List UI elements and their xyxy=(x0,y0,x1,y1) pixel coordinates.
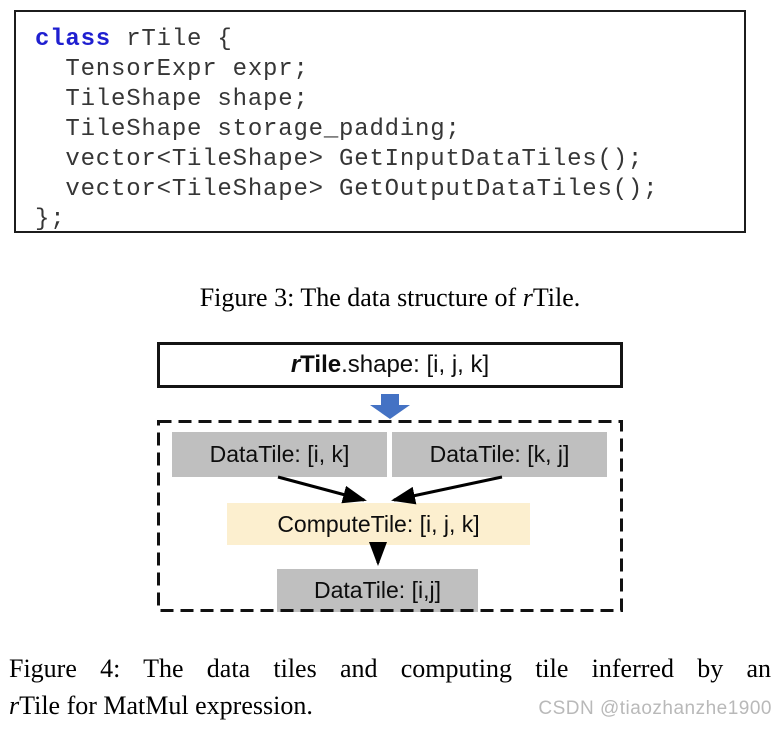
code-keyword-class: class xyxy=(35,26,112,53)
datatile-ik-box: DataTile: [i, k] xyxy=(172,432,387,477)
figure4-caption-italic-r: r xyxy=(9,691,20,720)
code-line-shape: TileShape shape; xyxy=(35,86,309,113)
figure4-caption: Figure 4: The data tiles and computing t… xyxy=(9,650,771,724)
code-line-class: class rTile { xyxy=(35,25,744,55)
computetile-box: ComputeTile: [i, j, k] xyxy=(227,503,530,545)
arrow-input-left-to-compute xyxy=(277,475,367,504)
code-listing-box: class rTile { TensorExpr expr; TileShape… xyxy=(14,10,746,233)
code-line-get-input: vector<TileShape> GetInputDataTiles(); xyxy=(35,146,644,173)
figure4-caption-line2-rest: Tile for MatMul expression. xyxy=(19,691,313,720)
figure3-caption-prefix: Figure 3: The data structure of xyxy=(199,283,523,312)
rtile-shape-rest: .shape: [i, j, k] xyxy=(341,351,490,378)
code-line-get-output: vector<TileShape> GetOutputDataTiles(); xyxy=(35,176,659,203)
figure3-caption-italic-r: r xyxy=(522,283,533,312)
datatile-kj-box: DataTile: [k, j] xyxy=(392,432,607,477)
rtile-shape-tile: Tile xyxy=(300,351,342,378)
figure3-caption: Figure 3: The data structure of rTile. xyxy=(0,283,780,313)
code-line1-rest: rTile { xyxy=(111,26,233,53)
code-line-expr: TensorExpr expr; xyxy=(35,56,309,83)
code-line-storage-padding: TileShape storage_padding; xyxy=(35,116,461,143)
csdn-watermark: CSDN @tiaozhanzhe1900 xyxy=(538,698,772,719)
rtile-shape-r: r xyxy=(290,351,301,378)
datatile-ij-box: DataTile: [i,j] xyxy=(277,569,478,612)
figure3-caption-suffix: Tile. xyxy=(532,283,581,312)
arrow-input-right-to-compute xyxy=(391,475,503,505)
down-arrow-icon xyxy=(370,394,410,419)
figure4-caption-line2: rTile for MatMul expression. xyxy=(9,687,771,724)
figure4-caption-line1: Figure 4: The data tiles and computing t… xyxy=(9,654,771,683)
code-line-close-brace: }; xyxy=(35,206,66,233)
